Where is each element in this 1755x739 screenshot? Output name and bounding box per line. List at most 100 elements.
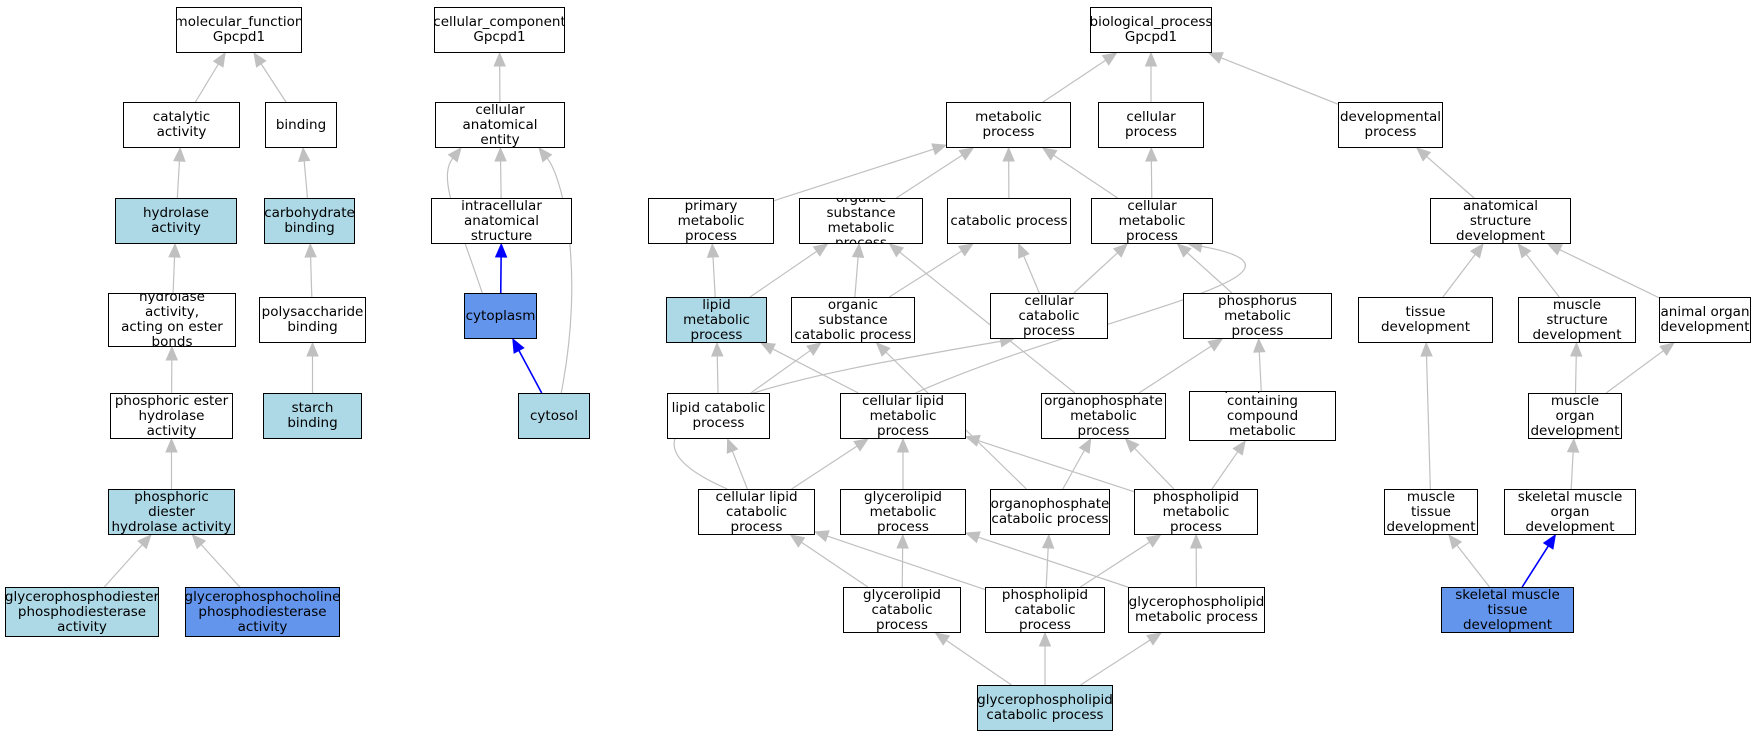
node-phos-ester[interactable]: phosphoric ester hydrolase activity [110, 393, 233, 439]
node-lipid-cat[interactable]: lipid catabolic process [667, 393, 770, 439]
edge-cell-lipid-cat-to-lipid-cat [726, 437, 748, 490]
edge-gpl-cat-to-glycerolipid-cat [934, 632, 1012, 686]
edge-primary-met-to-metabolic [773, 143, 948, 202]
edge-cae-to-cc-root [493, 51, 506, 103]
edge-glycerolipid-cat-to-glycerolipid-met [896, 533, 909, 588]
edge-muscle-struct-dev-to-anat-dev [1517, 242, 1560, 298]
edge-phospholipid-cat-to-organophos-cat [1041, 533, 1055, 588]
node-anat-dev[interactable]: anatomical structure development [1430, 198, 1571, 244]
node-animal-organ-dev[interactable]: animal organ development [1659, 297, 1751, 343]
node-skm-tissue-dev[interactable]: skeletal muscle tissue development [1441, 587, 1574, 633]
edge-hydrolase-ester-to-hydrolase [168, 242, 181, 294]
edge-catalytic-to-mf-root [194, 51, 226, 103]
node-catabolic[interactable]: catabolic process [947, 198, 1071, 244]
node-gpde[interactable]: glycerophosphodiester phosphodiesterase … [5, 587, 159, 637]
node-polysacch[interactable]: polysaccharide binding [259, 297, 366, 343]
edge-cell-met-to-metabolic [1041, 147, 1118, 199]
node-phos-diester[interactable]: phosphoric diester hydrolase activity [108, 489, 235, 535]
edge-tissue-dev-to-anat-dev [1442, 242, 1484, 298]
node-cae[interactable]: cellular anatomical entity [435, 102, 565, 148]
edge-cell-lipid-met-to-lipid-met [760, 342, 859, 394]
node-org-sub-cat[interactable]: organic substance catabolic process [791, 297, 915, 343]
node-muscle-tissue-dev[interactable]: muscle tissue development [1384, 489, 1478, 535]
edge-glycerolipid-cat-to-cell-lipid-cat [789, 534, 869, 588]
node-cell-lipid-cat[interactable]: cellular lipid catabolic process [698, 489, 815, 535]
node-org-sub-met[interactable]: organic substance metabolic process [799, 198, 923, 244]
node-glycerolipid-met[interactable]: glycerolipid metabolic process [840, 489, 966, 535]
edge-phospholipid-met-to-phos-compound-met [1211, 439, 1246, 490]
node-ias[interactable]: intracellular anatomical structure [431, 198, 572, 244]
node-hydrolase[interactable]: hydrolase activity [115, 198, 237, 244]
node-cell-cat[interactable]: cellular catabolic process [990, 293, 1108, 339]
node-organophos-met[interactable]: organophosphate metabolic process [1041, 393, 1166, 439]
node-binding[interactable]: binding [265, 102, 337, 148]
edge-organophos-met-to-phosphorus-met [1138, 338, 1224, 394]
edge-phos-compound-met-to-phosphorus-met [1253, 337, 1266, 392]
edge-org-sub-cat-to-catabolic [888, 243, 974, 298]
node-metabolic[interactable]: metabolic process [946, 102, 1071, 148]
node-phos-compound-met[interactable]: phosphate-containing compound metabolic … [1189, 391, 1336, 441]
edge-muscle-tissue-dev-to-tissue-dev [1420, 341, 1433, 490]
edge-skm-organ-dev-to-muscle-organ-dev [1566, 437, 1580, 490]
node-gpcpde[interactable]: glycerophosphocholine phosphodiesterase … [185, 587, 340, 637]
edge-cytoplasm-to-ias [494, 242, 508, 294]
edge-organophos-met-to-org-sub-met [888, 243, 1076, 394]
edge-developmental-to-bp-root [1207, 52, 1339, 105]
node-tissue-dev[interactable]: tissue development [1358, 297, 1493, 343]
node-cc-root[interactable]: cellular_component Gpcpd1 [434, 7, 565, 53]
node-cellular[interactable]: cellular process [1098, 102, 1204, 148]
edge-ias-to-cae [494, 146, 507, 199]
node-carb-binding[interactable]: carbohydrate binding [264, 198, 355, 244]
edge-cytosol-to-cae [538, 146, 573, 394]
edge-phospholipid-cat-to-cell-lipid-cat [813, 530, 986, 591]
edge-org-sub-met-to-metabolic [896, 147, 975, 199]
node-cell-lipid-met[interactable]: cellular lipid metabolic process [840, 393, 966, 439]
edge-org-sub-cat-to-org-sub-met [851, 242, 865, 298]
node-phospholipid-cat[interactable]: phospholipid catabolic process [985, 587, 1105, 633]
node-muscle-organ-dev[interactable]: muscle organ development [1528, 393, 1622, 439]
node-starch[interactable]: starch binding [263, 393, 362, 439]
edge-lipid-cat-to-lipid-met [711, 341, 724, 394]
edge-anat-dev-to-developmental [1415, 147, 1475, 199]
node-organophos-cat[interactable]: organophosphate catabolic process [990, 489, 1110, 535]
node-cytoplasm[interactable]: cytoplasm [464, 293, 537, 339]
edge-gpde-to-phos-diester [103, 534, 152, 588]
edge-organophos-cat-to-organophos-met [1062, 437, 1092, 490]
edge-catabolic-to-metabolic [1002, 146, 1015, 199]
edge-gpl-cat-to-phospholipid-cat [1038, 631, 1052, 685]
edge-muscle-organ-dev-to-animal-organ-dev [1605, 342, 1675, 394]
edge-lipid-met-to-primary-met [706, 242, 720, 298]
node-glycerolipid-cat[interactable]: glycerolipid catabolic process [843, 587, 961, 633]
edge-phosphorus-met-to-cell-met [1176, 243, 1233, 294]
node-primary-met[interactable]: primary metabolic process [648, 198, 774, 244]
edge-binding-to-mf-root [253, 51, 287, 103]
node-phosphorus-met[interactable]: phosphorus metabolic process [1183, 293, 1332, 339]
node-gpl-cat[interactable]: glycerophospholipid catabolic process [977, 685, 1113, 731]
node-hydrolase-ester[interactable]: hydrolase activity, acting on ester bond… [108, 293, 236, 347]
node-skm-organ-dev[interactable]: skeletal muscle organ development [1504, 489, 1636, 535]
node-gpl-met[interactable]: glycerophospholipid metabolic process [1128, 587, 1265, 633]
edge-phospholipid-met-to-cell-lipid-met [964, 434, 1135, 493]
edge-cytosol-to-cytoplasm [512, 337, 543, 394]
node-muscle-struct-dev[interactable]: muscle structure development [1518, 297, 1636, 343]
edge-cell-cat-to-cell-met [1073, 243, 1129, 294]
node-phospholipid-met[interactable]: phospholipid metabolic process [1134, 489, 1258, 535]
node-cytosol[interactable]: cytosol [518, 393, 590, 439]
edge-skm-tissue-dev-to-muscle-tissue-dev [1448, 533, 1491, 588]
node-catalytic[interactable]: catalytic activity [123, 102, 240, 148]
node-cell-met[interactable]: cellular metabolic process [1091, 198, 1213, 244]
edge-phospholipid-met-to-organophos-met [1124, 438, 1175, 490]
edge-gpl-cat-to-gpl-met [1080, 632, 1163, 686]
node-lipid-met[interactable]: lipid metabolic process [666, 297, 767, 343]
node-developmental[interactable]: developmental process [1338, 102, 1443, 148]
node-mf-root[interactable]: molecular_function Gpcpd1 [176, 7, 302, 53]
edge-skm-tissue-dev-to-skm-organ-dev [1521, 533, 1557, 588]
edge-animal-organ-dev-to-anat-dev [1546, 243, 1660, 299]
edge-gpl-met-to-glycerolipid-met [964, 531, 1129, 588]
edge-gpl-met-to-phospholipid-met [1189, 533, 1203, 588]
edge-carb-binding-to-binding [297, 146, 311, 199]
node-bp-root[interactable]: biological_process Gpcpd1 [1090, 7, 1212, 53]
edge-glycerolipid-met-to-cell-lipid-met [896, 437, 910, 489]
